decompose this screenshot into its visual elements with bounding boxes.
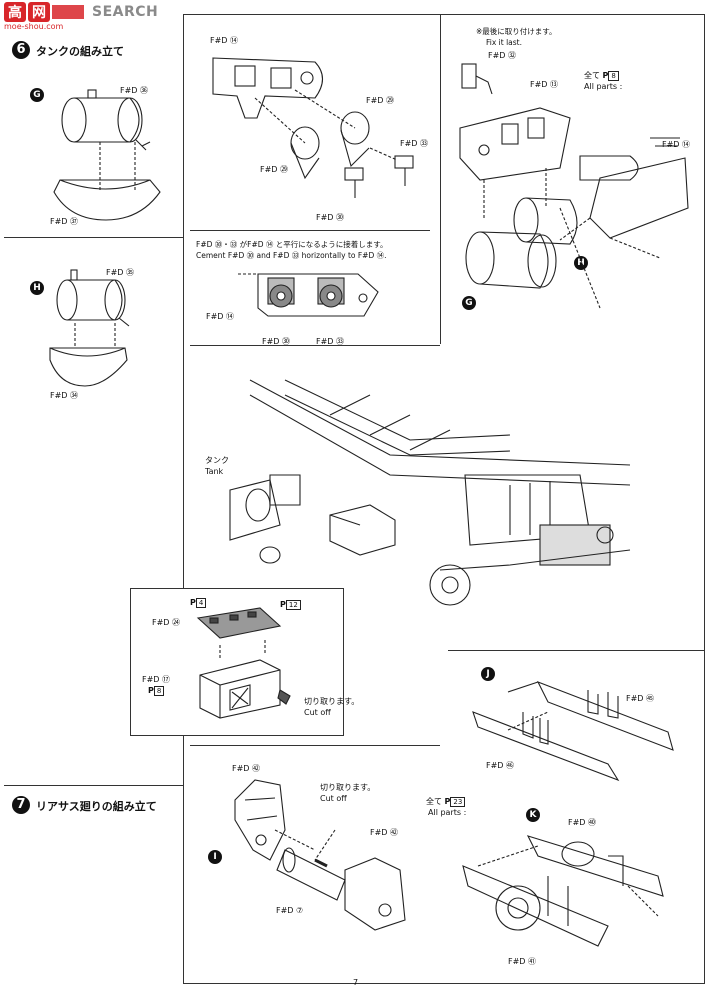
paint-icon: P [190, 598, 196, 607]
detail-part-14: F#D ⑭ [206, 312, 235, 321]
tank-g-drawing [53, 89, 161, 221]
step7-number: 7 [12, 796, 30, 814]
assembly-k-part-41: F#D ㊶ [508, 957, 537, 966]
paint-icon: P [444, 797, 451, 806]
frame-top-border [183, 14, 704, 15]
svg-text:高: 高 [8, 4, 22, 21]
divider-step7 [4, 785, 183, 786]
tank-mount-all-parts-en: All parts : [584, 82, 623, 91]
battery-paint-4-value: 4 [195, 598, 207, 608]
tank-mount-part-32: F#D ㉜ [488, 51, 517, 60]
assembly-i-part-7: F#D ⑦ [276, 906, 304, 915]
step6-title: タンクの組み立て [36, 45, 124, 58]
suspension-i-drawing [234, 779, 406, 931]
assembly-j-part-46: F#D ㊻ [486, 761, 515, 770]
battery-cut-en: Cut off [304, 708, 331, 717]
tank-mount-g-letter: G [462, 296, 476, 310]
assembly-h-part-top: F#D ㉟ [106, 268, 135, 277]
tank-mount-paint-ref: 8 [608, 71, 619, 81]
frame-bottom-border [183, 983, 704, 984]
tank-callout-en: Tank [205, 467, 224, 476]
detail-view-drawing [238, 273, 379, 317]
frame-vertical-divider [183, 14, 184, 984]
detail-part-33: F#D ㉝ [316, 337, 345, 346]
bracket-part-14: F#D ⑭ [210, 36, 239, 45]
tank-h-drawing [49, 269, 130, 387]
detail-part-30: F#D ㉚ [262, 337, 291, 346]
divider-g-h [4, 237, 183, 238]
divider-tank-mount [440, 14, 441, 344]
page-number: 7 [353, 978, 359, 987]
battery-paint-12-value: 12 [285, 600, 301, 610]
tank-mount-part-13: F#D ⑬ [530, 80, 559, 89]
assembly-i-letter: I [208, 850, 222, 864]
assembly-h-part-bottom: F#D ㉞ [50, 391, 79, 400]
assembly-k-paint-ref: 23 [450, 797, 466, 807]
bracket-exploded-drawing [212, 57, 414, 198]
watermark-brand: SEARCH [92, 4, 159, 20]
assembly-i-cut-en: Cut off [320, 794, 347, 803]
step7-title: リアサス廻りの組み立て [36, 800, 157, 813]
chassis-drawing [229, 379, 631, 606]
divider-bracket-cement [190, 230, 430, 231]
paint-icon: P [602, 71, 609, 80]
rear-axle-k-drawing [462, 835, 664, 947]
bracket-part-33: F#D ㉝ [400, 139, 429, 148]
watermark-url: moe-shou.com [4, 22, 64, 31]
assembly-g-part-top: F#D ㊱ [120, 86, 149, 95]
battery-paint-8-value: 8 [153, 686, 165, 696]
divider-i [190, 745, 440, 746]
battery-box-drawing [196, 607, 291, 719]
paint-icon: P [280, 600, 286, 609]
assembly-k-all-parts-en: All parts : [428, 808, 467, 817]
tank-mount-all-parts-jp: 全て [584, 71, 600, 80]
divider-j [448, 650, 704, 651]
battery-part-17: F#D ⑰ [142, 675, 171, 684]
bracket-part-30: F#D ㉚ [316, 213, 345, 222]
svg-text:网: 网 [32, 5, 46, 21]
step6-number: 6 [12, 41, 30, 59]
cement-note-jp: F#D ㉚・㉝ がF#D ⑭ と平行になるように接着します。 [196, 240, 388, 249]
battery-part-24: F#D ㉔ [152, 618, 181, 627]
assembly-i-cut-jp: 切り取ります。 [320, 783, 376, 792]
fix-last-jp: ※最後に取り付けます。 [476, 27, 557, 36]
assembly-i-part-42b: F#D ㊷ [370, 828, 399, 837]
battery-cut-jp: 切り取ります。 [304, 697, 360, 706]
logo-graphic: 高 网 [4, 2, 84, 22]
fix-last-en: Fix it last. [486, 38, 522, 47]
cement-note-en: Cement F#D ㉚ and F#D ㉝ horizontally to F… [196, 251, 387, 260]
tank-mount-part-14: F#D ⑭ [662, 140, 691, 149]
assembly-h-letter: H [30, 281, 44, 295]
bracket-part-29a: F#D ㉙ [366, 96, 395, 105]
paint-icon: P [148, 686, 154, 695]
frame-right-border [704, 14, 705, 984]
assembly-j-letter: J [481, 667, 495, 681]
assembly-i-part-42a: F#D ㊷ [232, 764, 261, 773]
bracket-part-29b: F#D ㉙ [260, 165, 289, 174]
assembly-j-part-45: F#D ㊺ [626, 694, 655, 703]
watermark-logo: 高 网 SEARCH moe-shou.com [0, 0, 160, 31]
assembly-g-part-bottom: F#D ㊲ [50, 217, 79, 226]
assembly-k-all-parts-jp: 全て [426, 797, 442, 806]
crossmember-j-drawing [472, 680, 674, 782]
tank-mount-h-letter: H [574, 256, 588, 270]
tank-mount-drawing [459, 63, 689, 309]
tank-callout-jp: タンク [205, 456, 229, 465]
divider-detail-chassis [190, 345, 440, 346]
assembly-g-letter: G [30, 88, 44, 102]
assembly-k-letter: K [526, 808, 540, 822]
assembly-k-part-40: F#D ㊵ [568, 818, 597, 827]
